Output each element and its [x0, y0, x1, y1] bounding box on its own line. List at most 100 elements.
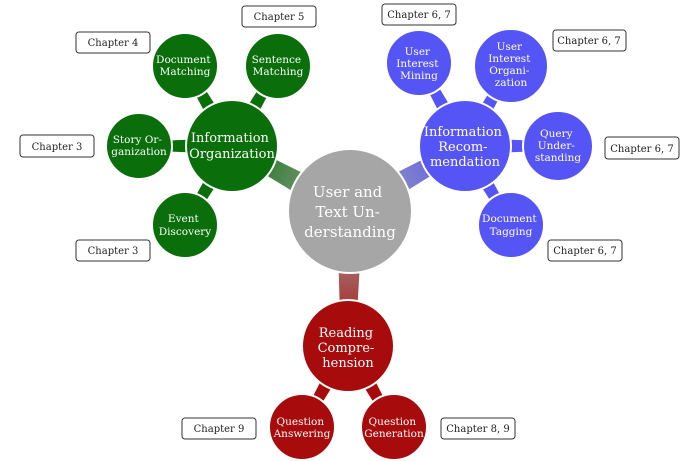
branch-line: Reading	[319, 326, 373, 341]
branch-information-organization: Information Organization	[185, 99, 279, 193]
leaf-line: Generation	[364, 428, 424, 440]
chapter-label-text: Chapter 4	[88, 38, 139, 49]
leaf-line: Document	[482, 213, 537, 225]
center-node-circle	[287, 148, 413, 274]
leaf-line: User	[405, 46, 431, 58]
leaf-label: User Interest Mining	[396, 46, 442, 82]
leaf-line: Query	[540, 128, 573, 140]
chapter-label-text: Chapter 3	[32, 142, 83, 153]
leaf-label: Event Discovery	[159, 213, 212, 238]
leaf-node-circle	[477, 191, 545, 259]
leaf-line: Story Or-	[113, 134, 163, 146]
chapter-label-user-interest-mining: Chapter 6, 7	[381, 3, 457, 26]
leaf-line: Event	[168, 213, 200, 225]
leaf-label: Document Tagging	[482, 213, 540, 238]
branch-line: Compre-	[318, 341, 375, 356]
center-line: derstanding	[304, 223, 396, 241]
chapter-label-user-interest-organization: Chapter 6, 7	[552, 29, 627, 52]
leaf-line: Mining	[400, 70, 438, 82]
chapter-label-text: Chapter 8, 9	[446, 424, 509, 435]
leaf-line: Interest	[488, 53, 531, 65]
leaf-line: Organi-	[489, 65, 530, 77]
leaf-node-circle	[268, 393, 336, 461]
branch-node-circle	[418, 99, 512, 193]
leaf-sentence-matching: Sentence Matching	[244, 32, 312, 100]
branch-line: mendation	[430, 155, 501, 170]
chapter-label-sentence-matching: Chapter 5	[241, 5, 317, 28]
chapter-label-text: Chapter 6, 7	[553, 246, 616, 257]
leaf-user-interest-mining: User Interest Mining	[385, 29, 453, 97]
leaf-label: Query Under- standing	[535, 128, 581, 164]
chapter-label-document-matching: Chapter 4	[75, 31, 151, 54]
leaf-question-answering: Question Answering	[268, 393, 336, 461]
leaf-node-circle	[244, 32, 312, 100]
branch-line: Organization	[189, 147, 275, 162]
leaf-line: Question	[277, 416, 325, 428]
branch-line: Recom-	[438, 140, 487, 155]
branch-information-recommendation: Information Recom- mendation	[418, 99, 512, 193]
leaf-line: zation	[495, 77, 528, 89]
leaf-label: Sentence Matching	[252, 54, 305, 78]
leaf-label: Story Or- ganization	[111, 134, 167, 158]
leaf-line: User	[497, 41, 523, 53]
leaf-label: Question Generation	[364, 416, 424, 440]
leaf-story-organization: Story Or- ganization	[105, 112, 173, 180]
center-line: User and	[313, 183, 383, 201]
leaf-line: Sentence	[252, 54, 301, 66]
chapter-label-text: Chapter 6, 7	[610, 144, 673, 155]
nodes: User and Text Un- derstanding Informatio…	[105, 28, 594, 461]
branch-label: Information Organization	[189, 131, 275, 162]
leaf-node-circle	[105, 112, 173, 180]
chapter-label-event-discovery: Chapter 3	[75, 239, 151, 262]
chapter-label-text: Chapter 5	[254, 12, 305, 23]
leaf-line: Answering	[273, 428, 331, 440]
branch-label: Reading Compre- hension	[318, 326, 379, 371]
leaf-node-circle	[522, 110, 594, 182]
chapter-label-text: Chapter 3	[88, 246, 139, 257]
branch-node-circle	[301, 299, 395, 393]
leaf-line: Tagging	[490, 226, 533, 238]
branch-reading-comprehension: Reading Compre- hension	[301, 299, 395, 393]
chapter-label-query-understanding: Chapter 6, 7	[604, 136, 680, 160]
leaf-label: User Interest Organi- zation	[488, 41, 534, 89]
leaf-line: Matching	[253, 66, 304, 78]
leaf-question-generation: Question Generation	[360, 393, 428, 461]
chapter-label-text: Chapter 6, 7	[387, 10, 450, 21]
leaf-line: Matching	[160, 66, 211, 78]
chapter-label-question-generation: Chapter 8, 9	[440, 417, 516, 440]
leaf-node-circle	[385, 29, 453, 97]
leaf-label: Document Matching	[156, 54, 214, 78]
branch-line: Information	[191, 131, 270, 146]
chapter-label-document-tagging: Chapter 6, 7	[547, 239, 623, 262]
leaf-query-understanding: Query Under- standing	[522, 110, 594, 182]
leaf-user-interest-organization: User Interest Organi- zation	[473, 28, 549, 104]
chapter-label-text: Chapter 9	[194, 424, 245, 435]
branch-line: hension	[322, 356, 374, 371]
leaf-label: Question Answering	[273, 416, 331, 440]
center-node-label: User and Text Un- derstanding	[304, 183, 396, 241]
chapter-label-question-answering: Chapter 9	[181, 417, 257, 440]
leaf-line: Discovery	[159, 226, 212, 238]
leaf-event-discovery: Event Discovery	[151, 191, 219, 259]
leaf-node-circle	[151, 32, 219, 100]
chapter-labels: Chapter 4 Chapter 5 Chapter 3 Chapter 3 …	[19, 3, 680, 440]
leaf-line: Under-	[538, 140, 576, 152]
branch-node-circle	[185, 99, 279, 193]
leaf-node-circle	[151, 191, 219, 259]
chapter-label-text: Chapter 6, 7	[557, 36, 620, 47]
leaf-document-tagging: Document Tagging	[477, 191, 545, 259]
leaf-node-circle	[473, 28, 549, 104]
leaf-line: Question	[369, 416, 417, 428]
chapter-label-story-organization: Chapter 3	[19, 134, 95, 158]
center-node: User and Text Un- derstanding	[287, 148, 413, 274]
branch-label: Information Recom- mendation	[424, 125, 506, 170]
center-line: Text Un-	[315, 203, 379, 221]
leaf-line: Interest	[396, 58, 439, 70]
branch-line: Information	[424, 125, 503, 140]
leaf-node-circle	[360, 393, 428, 461]
leaf-line: standing	[535, 152, 581, 164]
leaf-line: ganization	[111, 146, 167, 158]
leaf-document-matching: Document Matching	[151, 32, 219, 100]
leaf-line: Document	[156, 54, 211, 66]
